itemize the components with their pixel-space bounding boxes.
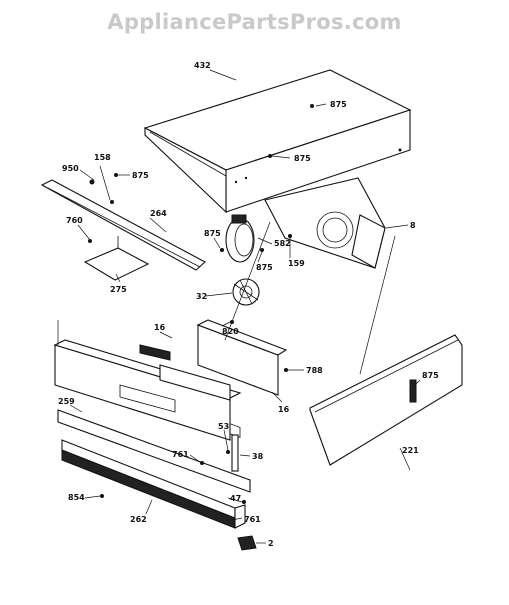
vent-trim-assembly — [57, 409, 251, 529]
screws — [88, 104, 314, 504]
blower-housing — [264, 177, 386, 269]
callout-275: 275 — [110, 285, 127, 294]
top-panel — [143, 69, 412, 214]
callout-875: 875 — [330, 100, 347, 109]
bracket-275 — [83, 236, 150, 281]
callout-875: 875 — [294, 154, 311, 163]
callout-761: 761 — [172, 450, 189, 459]
callout-788: 788 — [306, 366, 323, 375]
callout-854: 854 — [68, 493, 85, 502]
callout-262: 262 — [130, 515, 147, 524]
callout-38: 38 — [252, 452, 264, 461]
leader-lines — [57, 69, 421, 544]
callout-875: 875 — [256, 263, 273, 272]
callout-950: 950 — [62, 164, 79, 173]
callout-760: 760 — [66, 216, 83, 225]
callout-16: 16 — [278, 405, 290, 414]
callout-875: 875 — [132, 171, 149, 180]
callout-582: 582 — [274, 239, 291, 248]
callout-264: 264 — [150, 209, 167, 218]
callout-820: 820 — [222, 327, 239, 336]
callout-158: 158 — [94, 153, 111, 162]
callout-32: 32 — [196, 292, 207, 301]
callout-761: 761 — [244, 515, 261, 524]
watermark-logo: AppliancePartsPros.com — [107, 10, 402, 34]
blower-wheel — [225, 214, 255, 263]
front-panel — [53, 339, 242, 441]
callout-8: 8 — [410, 221, 416, 230]
callout-53: 53 — [218, 422, 229, 431]
callout-875: 875 — [204, 229, 221, 238]
callout-875: 875 — [422, 371, 439, 380]
callout-labels: 432 875 875 950 158 875 264 760 8 875 58… — [58, 61, 439, 548]
electronic-control-board — [196, 319, 288, 438]
bracket-38 — [231, 434, 239, 472]
callout-2: 2 — [268, 539, 274, 548]
callout-16: 16 — [154, 323, 166, 332]
callout-47: 47 — [230, 494, 241, 503]
knob — [237, 535, 257, 551]
callout-159: 159 — [288, 259, 305, 268]
side-panel — [309, 334, 463, 466]
callout-221: 221 — [402, 446, 419, 455]
motor — [232, 278, 260, 306]
callout-259: 259 — [58, 397, 75, 406]
callout-432: 432 — [194, 61, 211, 70]
trim-strip — [40, 179, 206, 271]
